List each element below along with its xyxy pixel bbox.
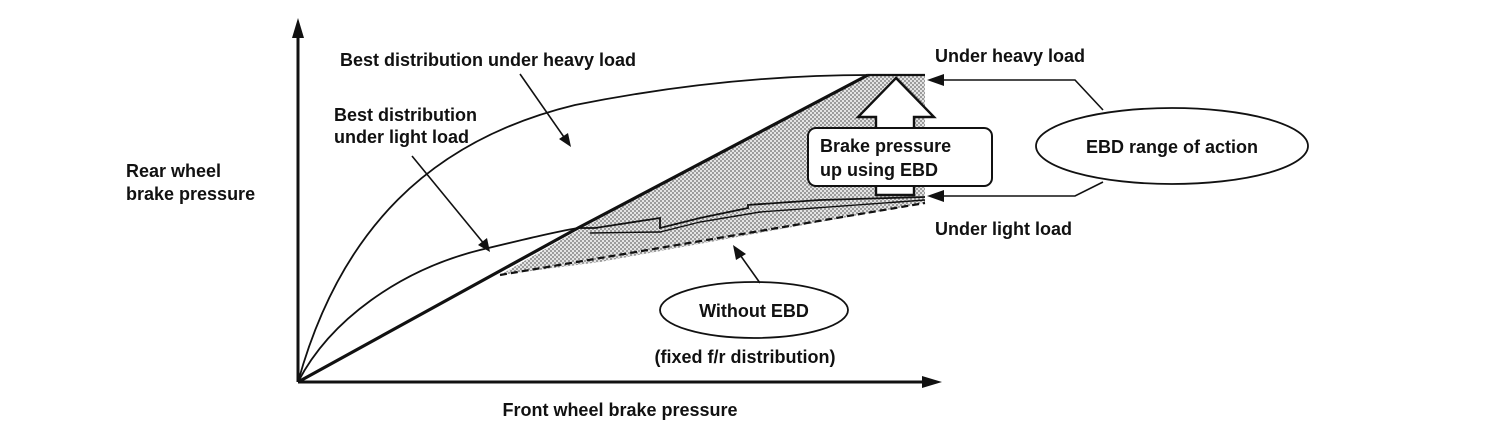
without-ebd-label: Without EBD	[699, 301, 809, 321]
pointer-ebd-to-light	[935, 181, 1104, 197]
y-axis-arrowhead	[292, 18, 304, 38]
without-ebd-ellipse	[659, 281, 849, 339]
y-axis-label-line2: brake pressure	[126, 184, 255, 204]
line-light-load-steps	[578, 196, 926, 230]
y-axis-label-line1: Rear wheel	[126, 161, 221, 181]
pointer-best-heavy-head	[559, 133, 571, 147]
brake-up-label-line2: up using EBD	[820, 160, 938, 180]
ebd-shaded-region	[500, 75, 925, 275]
pointer-without-ebd-head	[733, 245, 746, 260]
pointer-best-light-head	[478, 238, 490, 252]
label-under-light: Under light load	[935, 219, 1072, 239]
pointer-best-light	[411, 155, 486, 246]
pointer-without-ebd	[737, 251, 761, 284]
pointer-ebd-to-heavy-head	[927, 74, 944, 86]
line-without-ebd	[499, 201, 926, 277]
x-axis-arrowhead	[922, 376, 942, 388]
fixed-distribution-label: (fixed f/r distribution)	[655, 347, 836, 367]
ebd-range-label: EBD range of action	[1086, 137, 1258, 157]
pointer-ebd-to-heavy	[935, 79, 1104, 111]
line-light-load-steps-lower	[589, 199, 926, 234]
label-best-heavy: Best distribution under heavy load	[340, 50, 636, 70]
pointer-ebd-to-light-head	[927, 190, 944, 202]
x-axis-label: Front wheel brake pressure	[502, 400, 737, 420]
label-best-light-line2: under light load	[334, 127, 469, 147]
curve-best-light-load	[297, 227, 579, 383]
label-under-heavy: Under heavy load	[935, 46, 1085, 66]
label-best-light-line1: Best distribution	[334, 105, 477, 125]
brake-up-label-line1: Brake pressure	[820, 136, 951, 156]
curve-best-heavy-load	[297, 74, 871, 383]
pointer-best-heavy	[519, 73, 567, 141]
ebd-range-ellipse	[1035, 107, 1309, 185]
brake-pressure-up-box	[807, 127, 993, 187]
